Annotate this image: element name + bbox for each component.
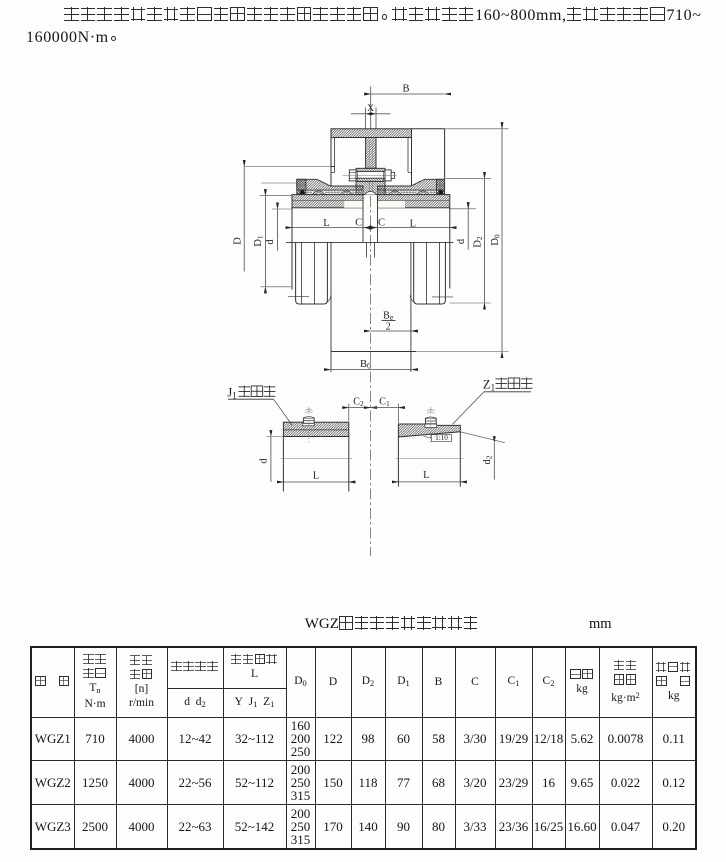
svg-text:C: C <box>378 218 385 229</box>
svg-text:C1: C1 <box>379 397 390 409</box>
svg-text:L: L <box>313 470 319 481</box>
svg-text:C: C <box>355 218 362 229</box>
svg-text:1:10: 1:10 <box>435 434 448 442</box>
svg-text:D: D <box>233 237 244 245</box>
svg-text:d: d <box>456 238 467 244</box>
svg-text:J1: J1 <box>227 386 236 401</box>
svg-text:D2: D2 <box>472 236 484 248</box>
svg-text:B: B <box>402 84 409 95</box>
svg-text:Z1: Z1 <box>483 378 495 393</box>
svg-text:d: d <box>265 239 276 245</box>
svg-text:X: X <box>367 104 374 114</box>
svg-text:L: L <box>323 218 329 229</box>
svg-text:2: 2 <box>386 322 391 333</box>
svg-text:L: L <box>410 218 416 229</box>
svg-text:Be: Be <box>383 310 394 322</box>
svg-text:L: L <box>423 470 429 481</box>
svg-text:D1: D1 <box>253 235 265 247</box>
svg-text:d: d <box>259 458 270 464</box>
svg-text:C2: C2 <box>353 397 364 409</box>
svg-text:D0: D0 <box>490 234 502 246</box>
svg-text:B0: B0 <box>360 359 371 371</box>
svg-text:d2: d2 <box>482 455 494 464</box>
